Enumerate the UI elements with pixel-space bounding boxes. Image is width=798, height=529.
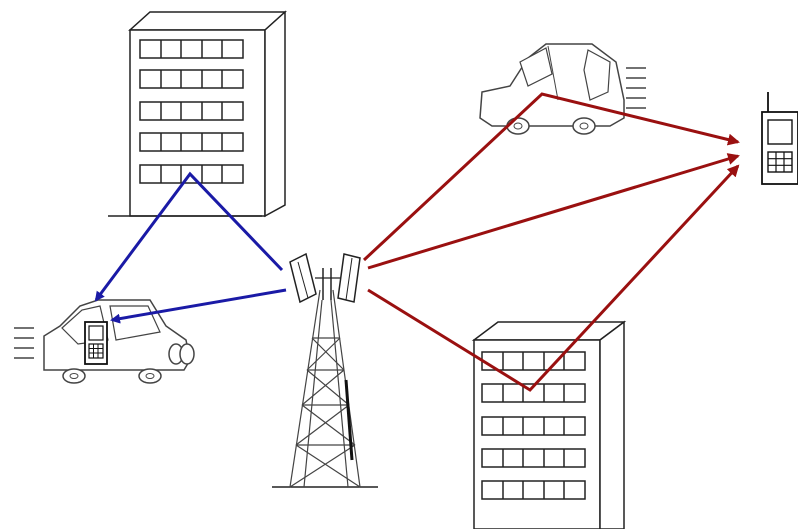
- mobile-phone-icon: [762, 92, 798, 184]
- mobile-phone-icon: [85, 322, 107, 364]
- cell-tower-icon: [272, 268, 378, 487]
- antenna-panel-icon: [338, 254, 360, 302]
- direct-path-to-phone: [368, 156, 738, 268]
- motion-lines-icon: [626, 68, 646, 108]
- building-icon: [108, 12, 285, 216]
- antenna-panel-icon: [290, 254, 316, 302]
- building-icon: [474, 322, 624, 529]
- car-icon: [480, 44, 646, 134]
- motion-lines-icon: [14, 328, 34, 358]
